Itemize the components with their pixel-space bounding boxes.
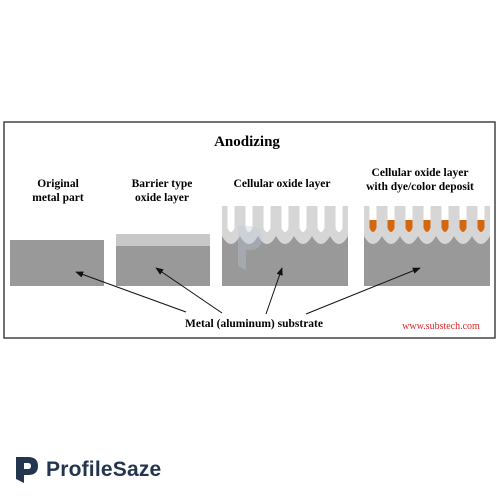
panel-1-metal-block [10,240,104,286]
panel-4-dye-deposit [387,220,395,232]
panel-3-pore [281,206,289,232]
arrow-to-panel-3 [265,267,283,315]
panel-4-label-line-2: with dye/color deposit [366,181,474,193]
arrow-to-panel-4 [305,267,421,315]
panel-3-pore [335,206,343,232]
faint-p-watermark-icon [238,226,262,270]
profilesaze-p-icon [16,457,38,483]
brand-name: ProfileSaze [46,458,162,481]
panel-4-dye-deposit [369,220,377,232]
panel-4-label-line-1: Cellular oxide layer [372,167,469,179]
panel-3-pore [299,206,307,232]
panel-3-pore [245,206,253,232]
panel-2-label-line-1: Barrier type [132,178,193,190]
panel-4-dye-deposit [423,220,431,232]
diagram-title: Anodizing [214,134,280,150]
panel-3-pore [317,206,325,232]
panel-4-dye-deposit [405,220,413,232]
panel-3-pore [263,206,271,232]
arrow-to-panel-1 [75,271,187,313]
panel-2-metal-block [116,246,210,286]
panel-1-label-line-2: metal part [32,192,84,204]
panel-4-dye-deposit [459,220,467,232]
panel-4-cellular-oxide-dye [364,206,490,286]
panel-1-label-line-1: Original [37,178,79,190]
substrate-label: Metal (aluminum) substrate [185,318,323,330]
panel-3-pore [227,206,235,232]
panel-3-label-line-1: Cellular oxide layer [234,178,331,190]
panel-3-cellular-oxide [222,206,348,286]
panel-4-dye-deposit [477,220,485,232]
arrow-to-panel-2 [155,267,223,314]
brand-logo: ProfileSaze [14,455,161,485]
panel-2-barrier-oxide [116,234,210,246]
source-credit: www.substech.com [402,321,480,332]
panel-2-label-line-2: oxide layer [135,192,189,204]
panel-4-dye-deposit [441,220,449,232]
